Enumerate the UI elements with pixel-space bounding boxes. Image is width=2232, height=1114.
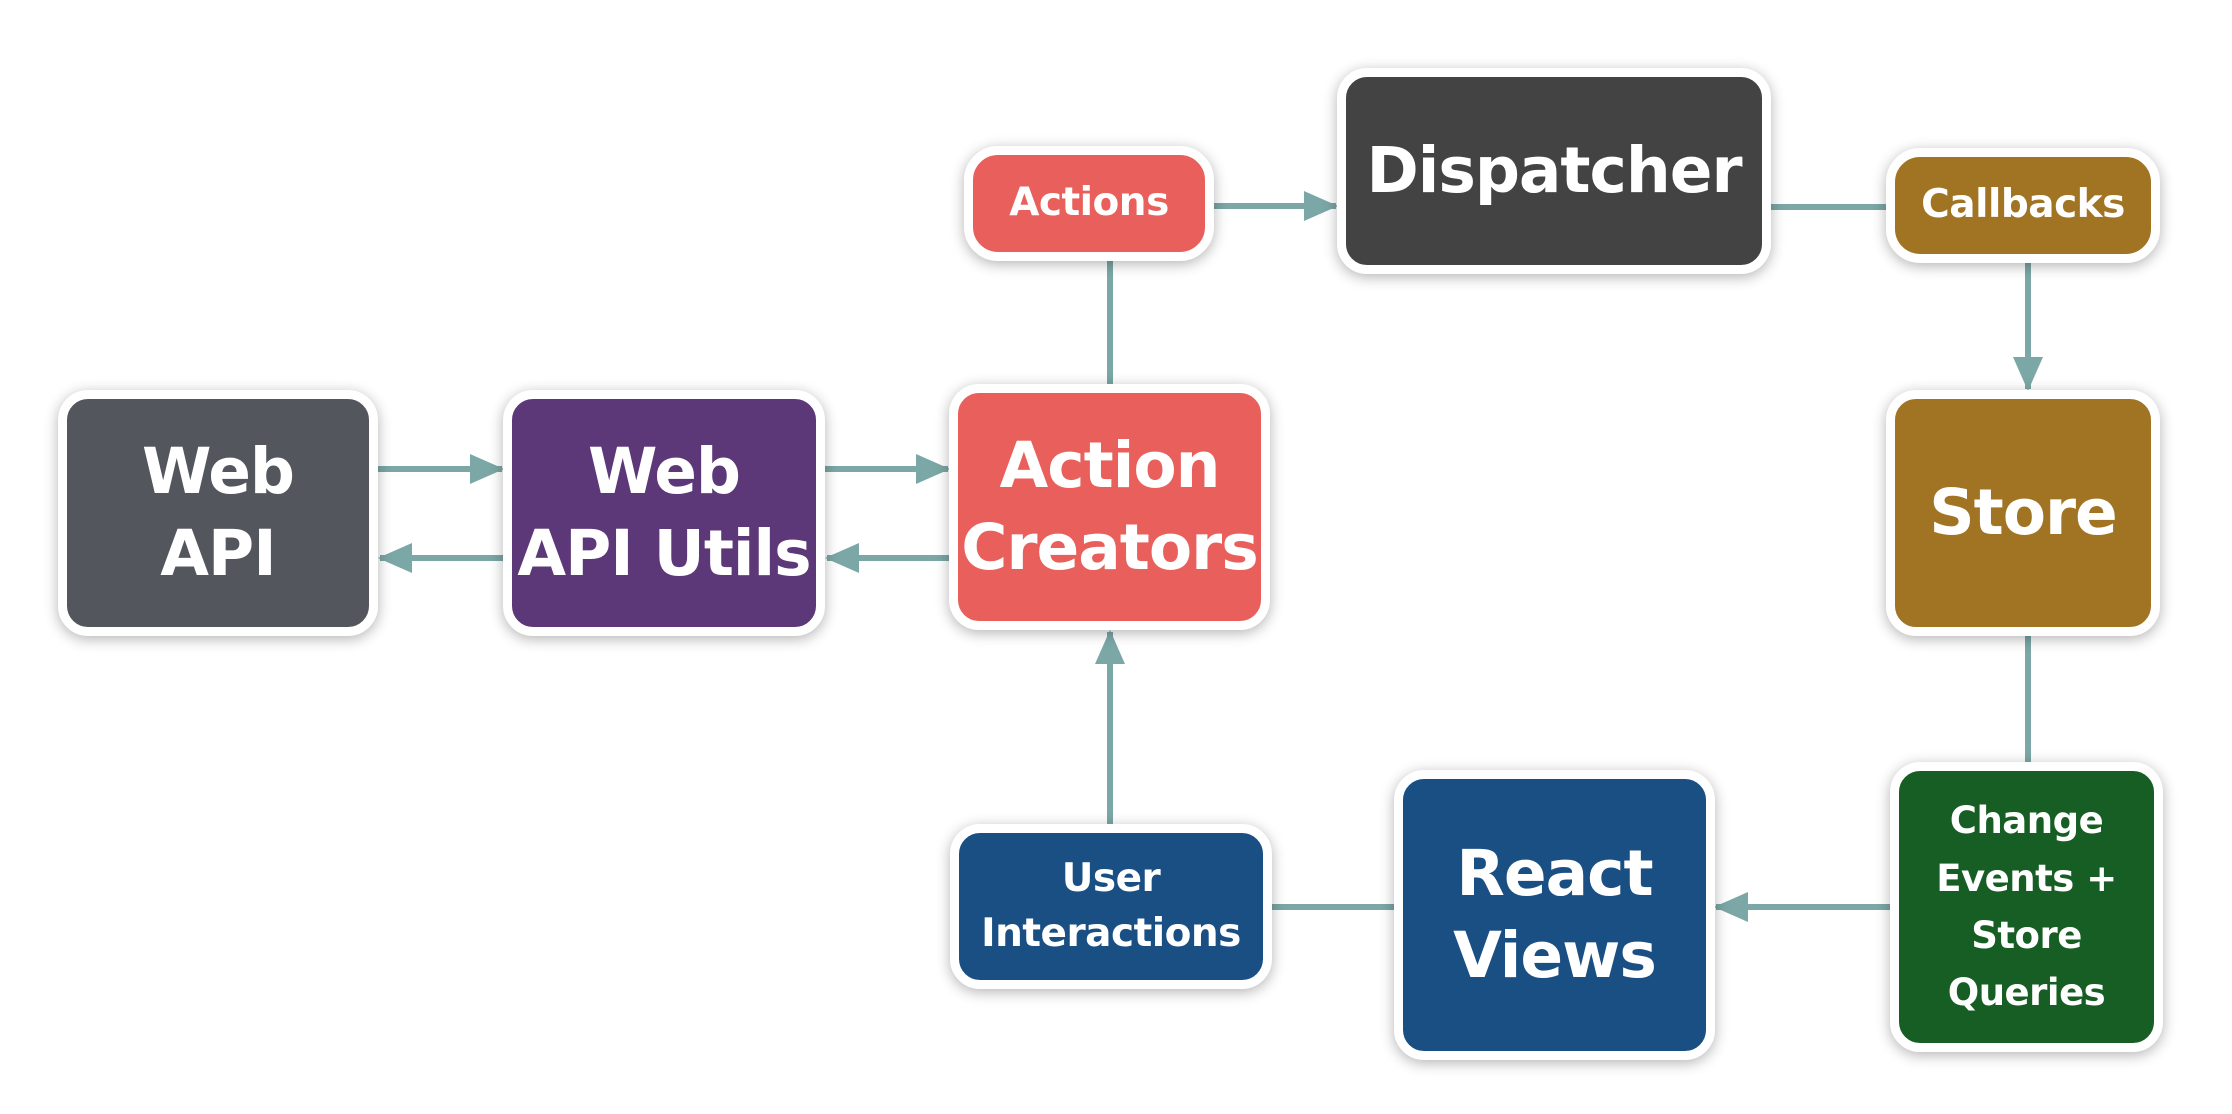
react-views-node: React Views bbox=[1394, 770, 1715, 1060]
action-creators-label: Action Creators bbox=[961, 429, 1259, 584]
dispatcher-label: Dispatcher bbox=[1366, 134, 1742, 208]
actions-node: Actions bbox=[964, 146, 1214, 261]
web-api-label: Web API bbox=[141, 435, 295, 590]
action-creators-node: Action Creators bbox=[949, 384, 1270, 630]
user-interactions-label: User Interactions bbox=[981, 855, 1241, 956]
change-events-store-queries-label: Change Events + Store Queries bbox=[1936, 799, 2117, 1015]
web-api-node: Web API bbox=[58, 390, 378, 636]
user-interactions-node: User Interactions bbox=[950, 824, 1272, 989]
store-label: Store bbox=[1929, 476, 2118, 550]
actions-label: Actions bbox=[1009, 180, 1169, 226]
web-api-utils-label: Web API Utils bbox=[517, 435, 811, 590]
callbacks-label: Callbacks bbox=[1921, 182, 2125, 228]
react-views-label: React Views bbox=[1453, 837, 1657, 992]
dispatcher-node: Dispatcher bbox=[1337, 68, 1771, 274]
callbacks-node: Callbacks bbox=[1886, 148, 2160, 263]
store-node: Store bbox=[1886, 390, 2160, 636]
change-events-store-queries-node: Change Events + Store Queries bbox=[1890, 762, 2163, 1052]
web-api-utils-node: Web API Utils bbox=[503, 390, 825, 636]
